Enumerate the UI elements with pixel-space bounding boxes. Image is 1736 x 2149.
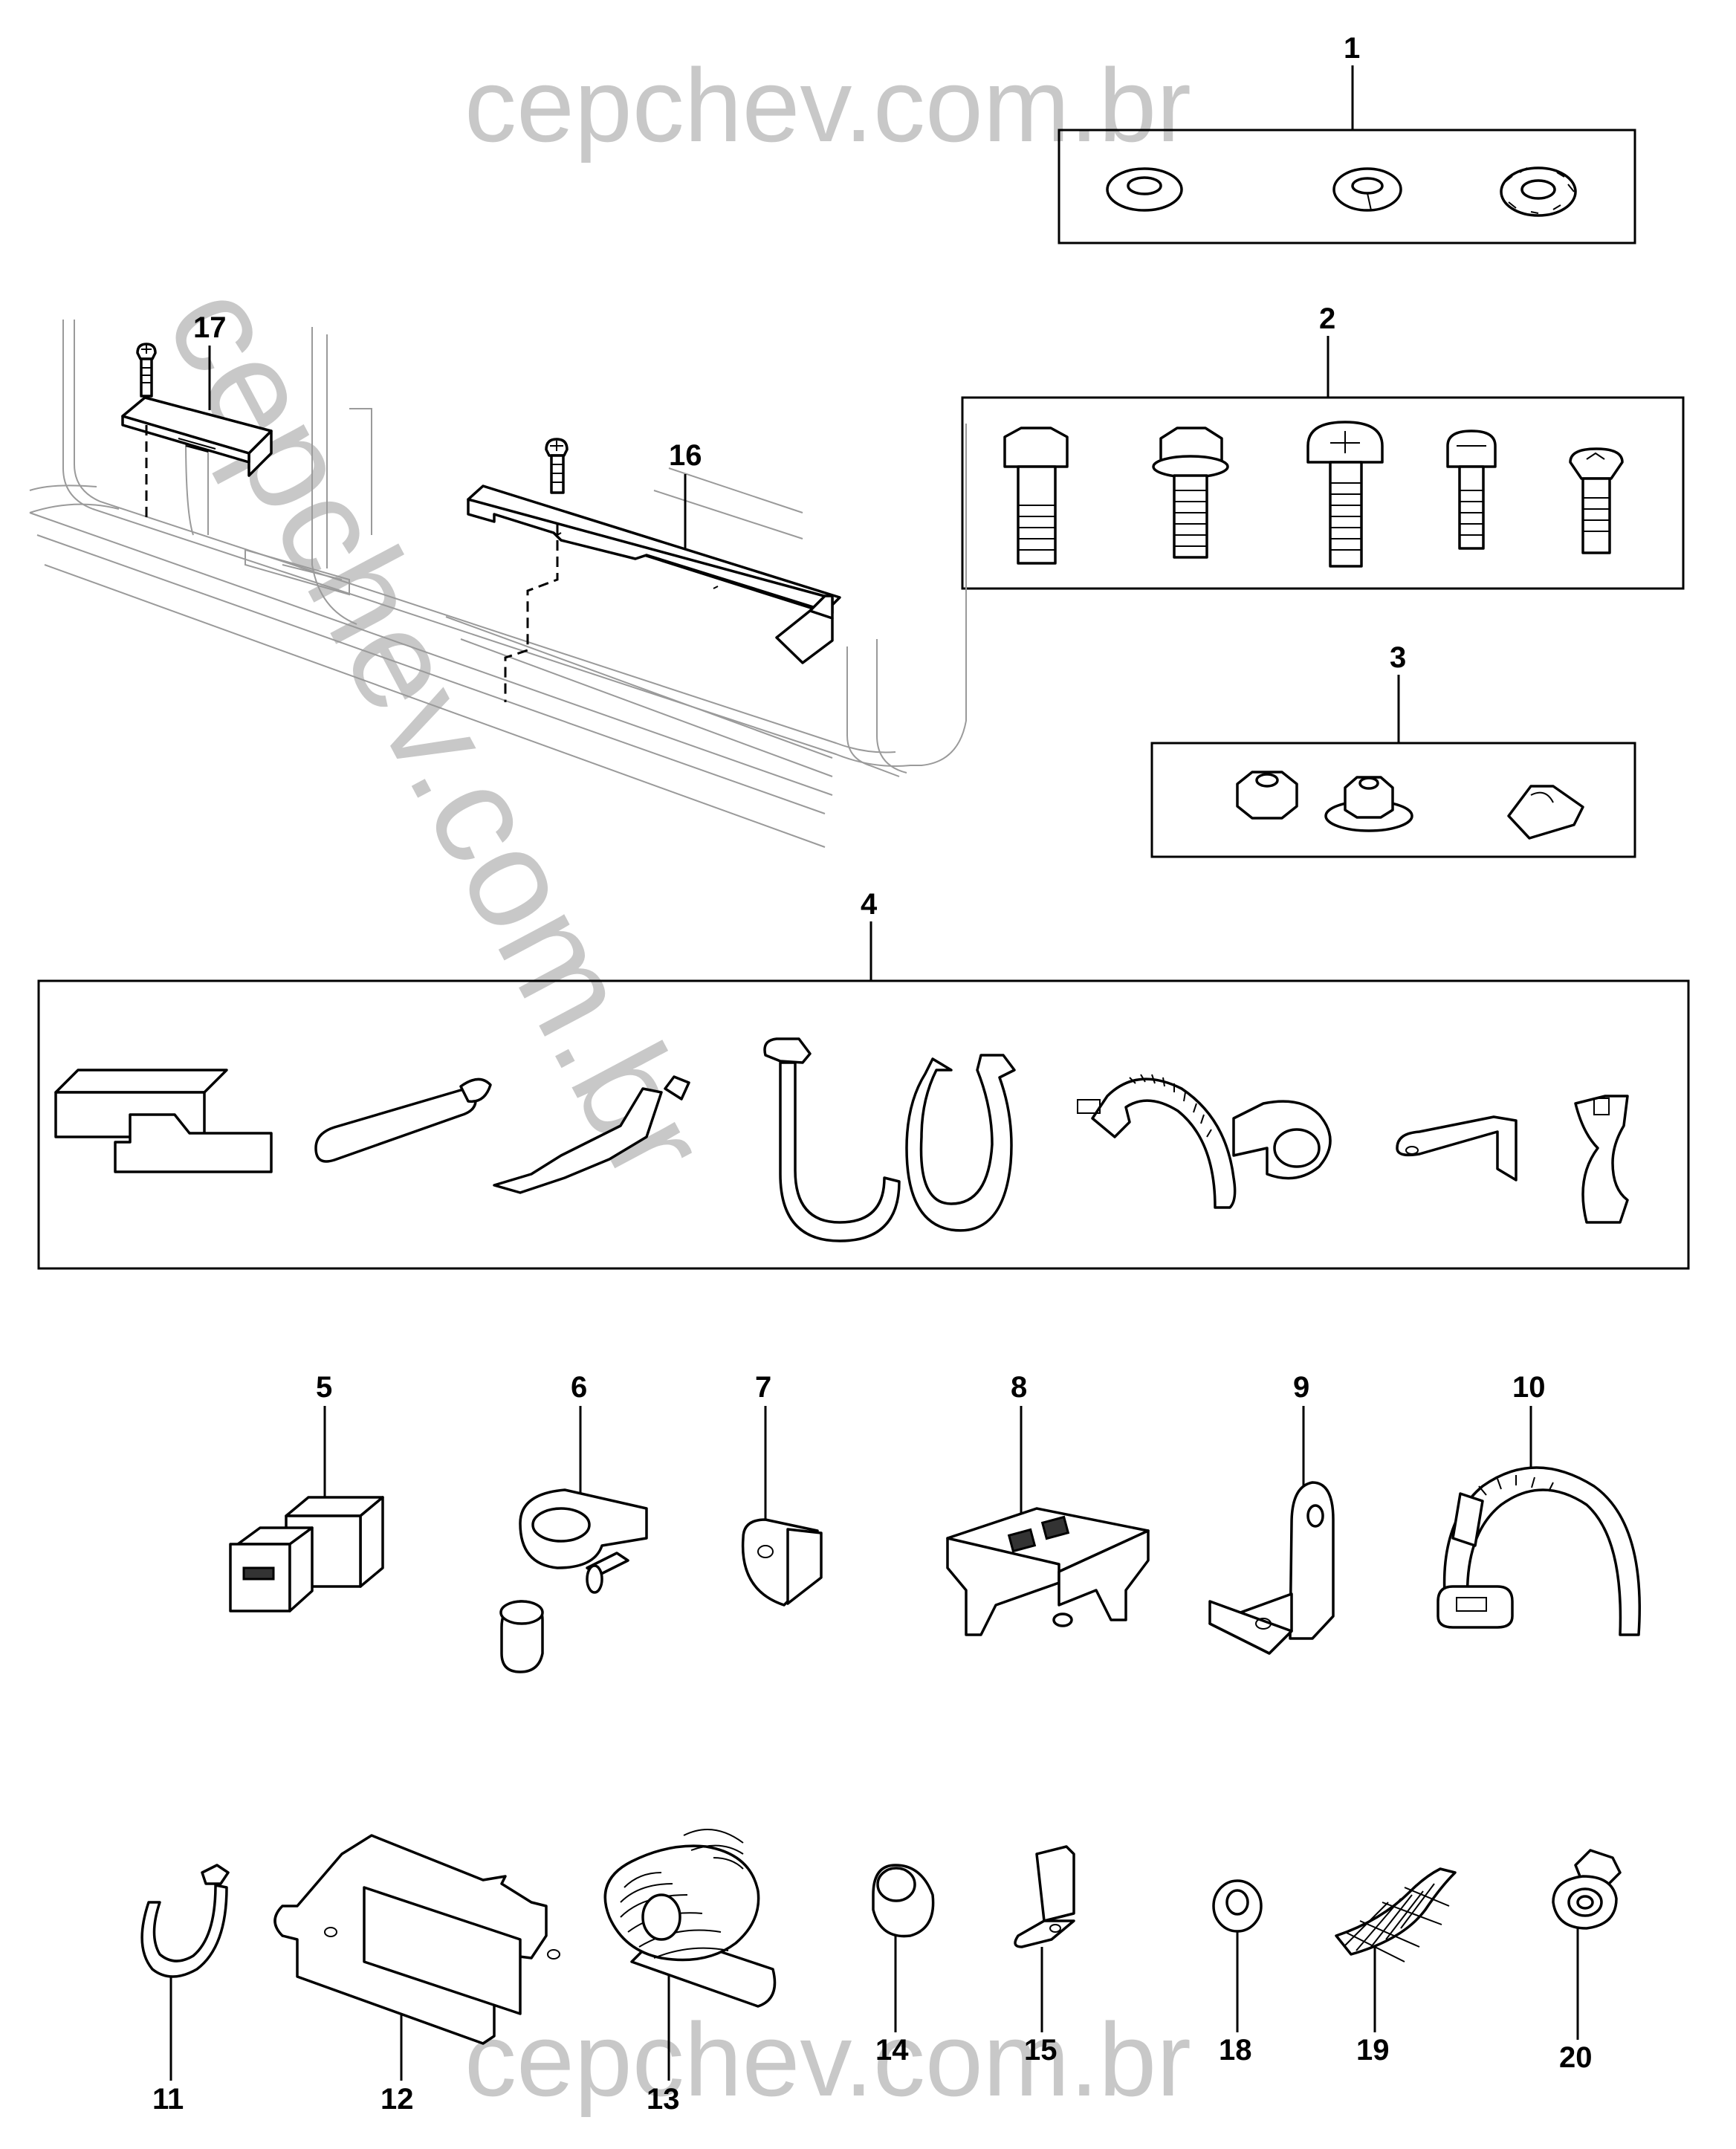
- callout-6: 6: [571, 1371, 587, 1404]
- callout-19: 19: [1356, 2034, 1390, 2067]
- item-8-mounting-bracket: 8: [946, 1371, 1150, 1636]
- item-11-j-clip: 11: [140, 1864, 230, 2116]
- item-18-grommet: 18: [1212, 1879, 1263, 2067]
- callout-20: 20: [1559, 2041, 1593, 2074]
- callout-17: 17: [193, 311, 227, 344]
- callout-5: 5: [316, 1371, 332, 1404]
- item-13-corrugated-grommet: 13: [603, 1829, 777, 2116]
- item-9-angle-bracket: 9: [1208, 1371, 1335, 1655]
- item-15-small-bracket: 15: [1014, 1845, 1075, 2067]
- callout-7: 7: [755, 1371, 771, 1404]
- callout-15: 15: [1024, 2034, 1058, 2067]
- callout-8: 8: [1011, 1371, 1027, 1404]
- callout-10: 10: [1512, 1371, 1546, 1404]
- item-3-nuts: 3: [1150, 641, 1636, 858]
- item-16-17-sill-trim: 17 16: [29, 311, 967, 848]
- item-19-mesh-tape: 19: [1335, 1867, 1457, 2067]
- item-10-strap-clamp: 10: [1437, 1371, 1641, 1636]
- item-4-clips: 4: [37, 888, 1690, 1270]
- callout-4: 4: [861, 888, 878, 921]
- callout-3: 3: [1390, 641, 1406, 674]
- item-20-push-clip: 20: [1552, 1849, 1622, 2074]
- callout-13: 13: [647, 2083, 680, 2116]
- callout-18: 18: [1219, 2034, 1252, 2067]
- callout-16: 16: [669, 439, 702, 472]
- callout-14: 14: [875, 2034, 909, 2067]
- watermark-bottom: cepchev.com.br: [464, 2001, 1191, 2118]
- item-6-loop-clamp-with-stud: 6: [499, 1371, 648, 1673]
- callout-1: 1: [1344, 32, 1360, 65]
- callout-9: 9: [1293, 1371, 1309, 1404]
- item-12-frame-gasket: 12: [273, 1834, 560, 2116]
- callout-11: 11: [152, 2083, 184, 2116]
- item-2-bolts: 2: [961, 302, 1685, 590]
- watermark-diagonal: cepchev.com.br: [137, 260, 739, 1205]
- callout-12: 12: [380, 2083, 414, 2116]
- item-5-connector: 5: [229, 1371, 384, 1612]
- item-14-plug: 14: [872, 1864, 935, 2067]
- item-1-washers: 1: [1058, 32, 1636, 244]
- item-7-corner-clip: 7: [741, 1371, 823, 1607]
- watermark-top: cepchev.com.br: [464, 47, 1191, 163]
- callout-2: 2: [1319, 302, 1335, 335]
